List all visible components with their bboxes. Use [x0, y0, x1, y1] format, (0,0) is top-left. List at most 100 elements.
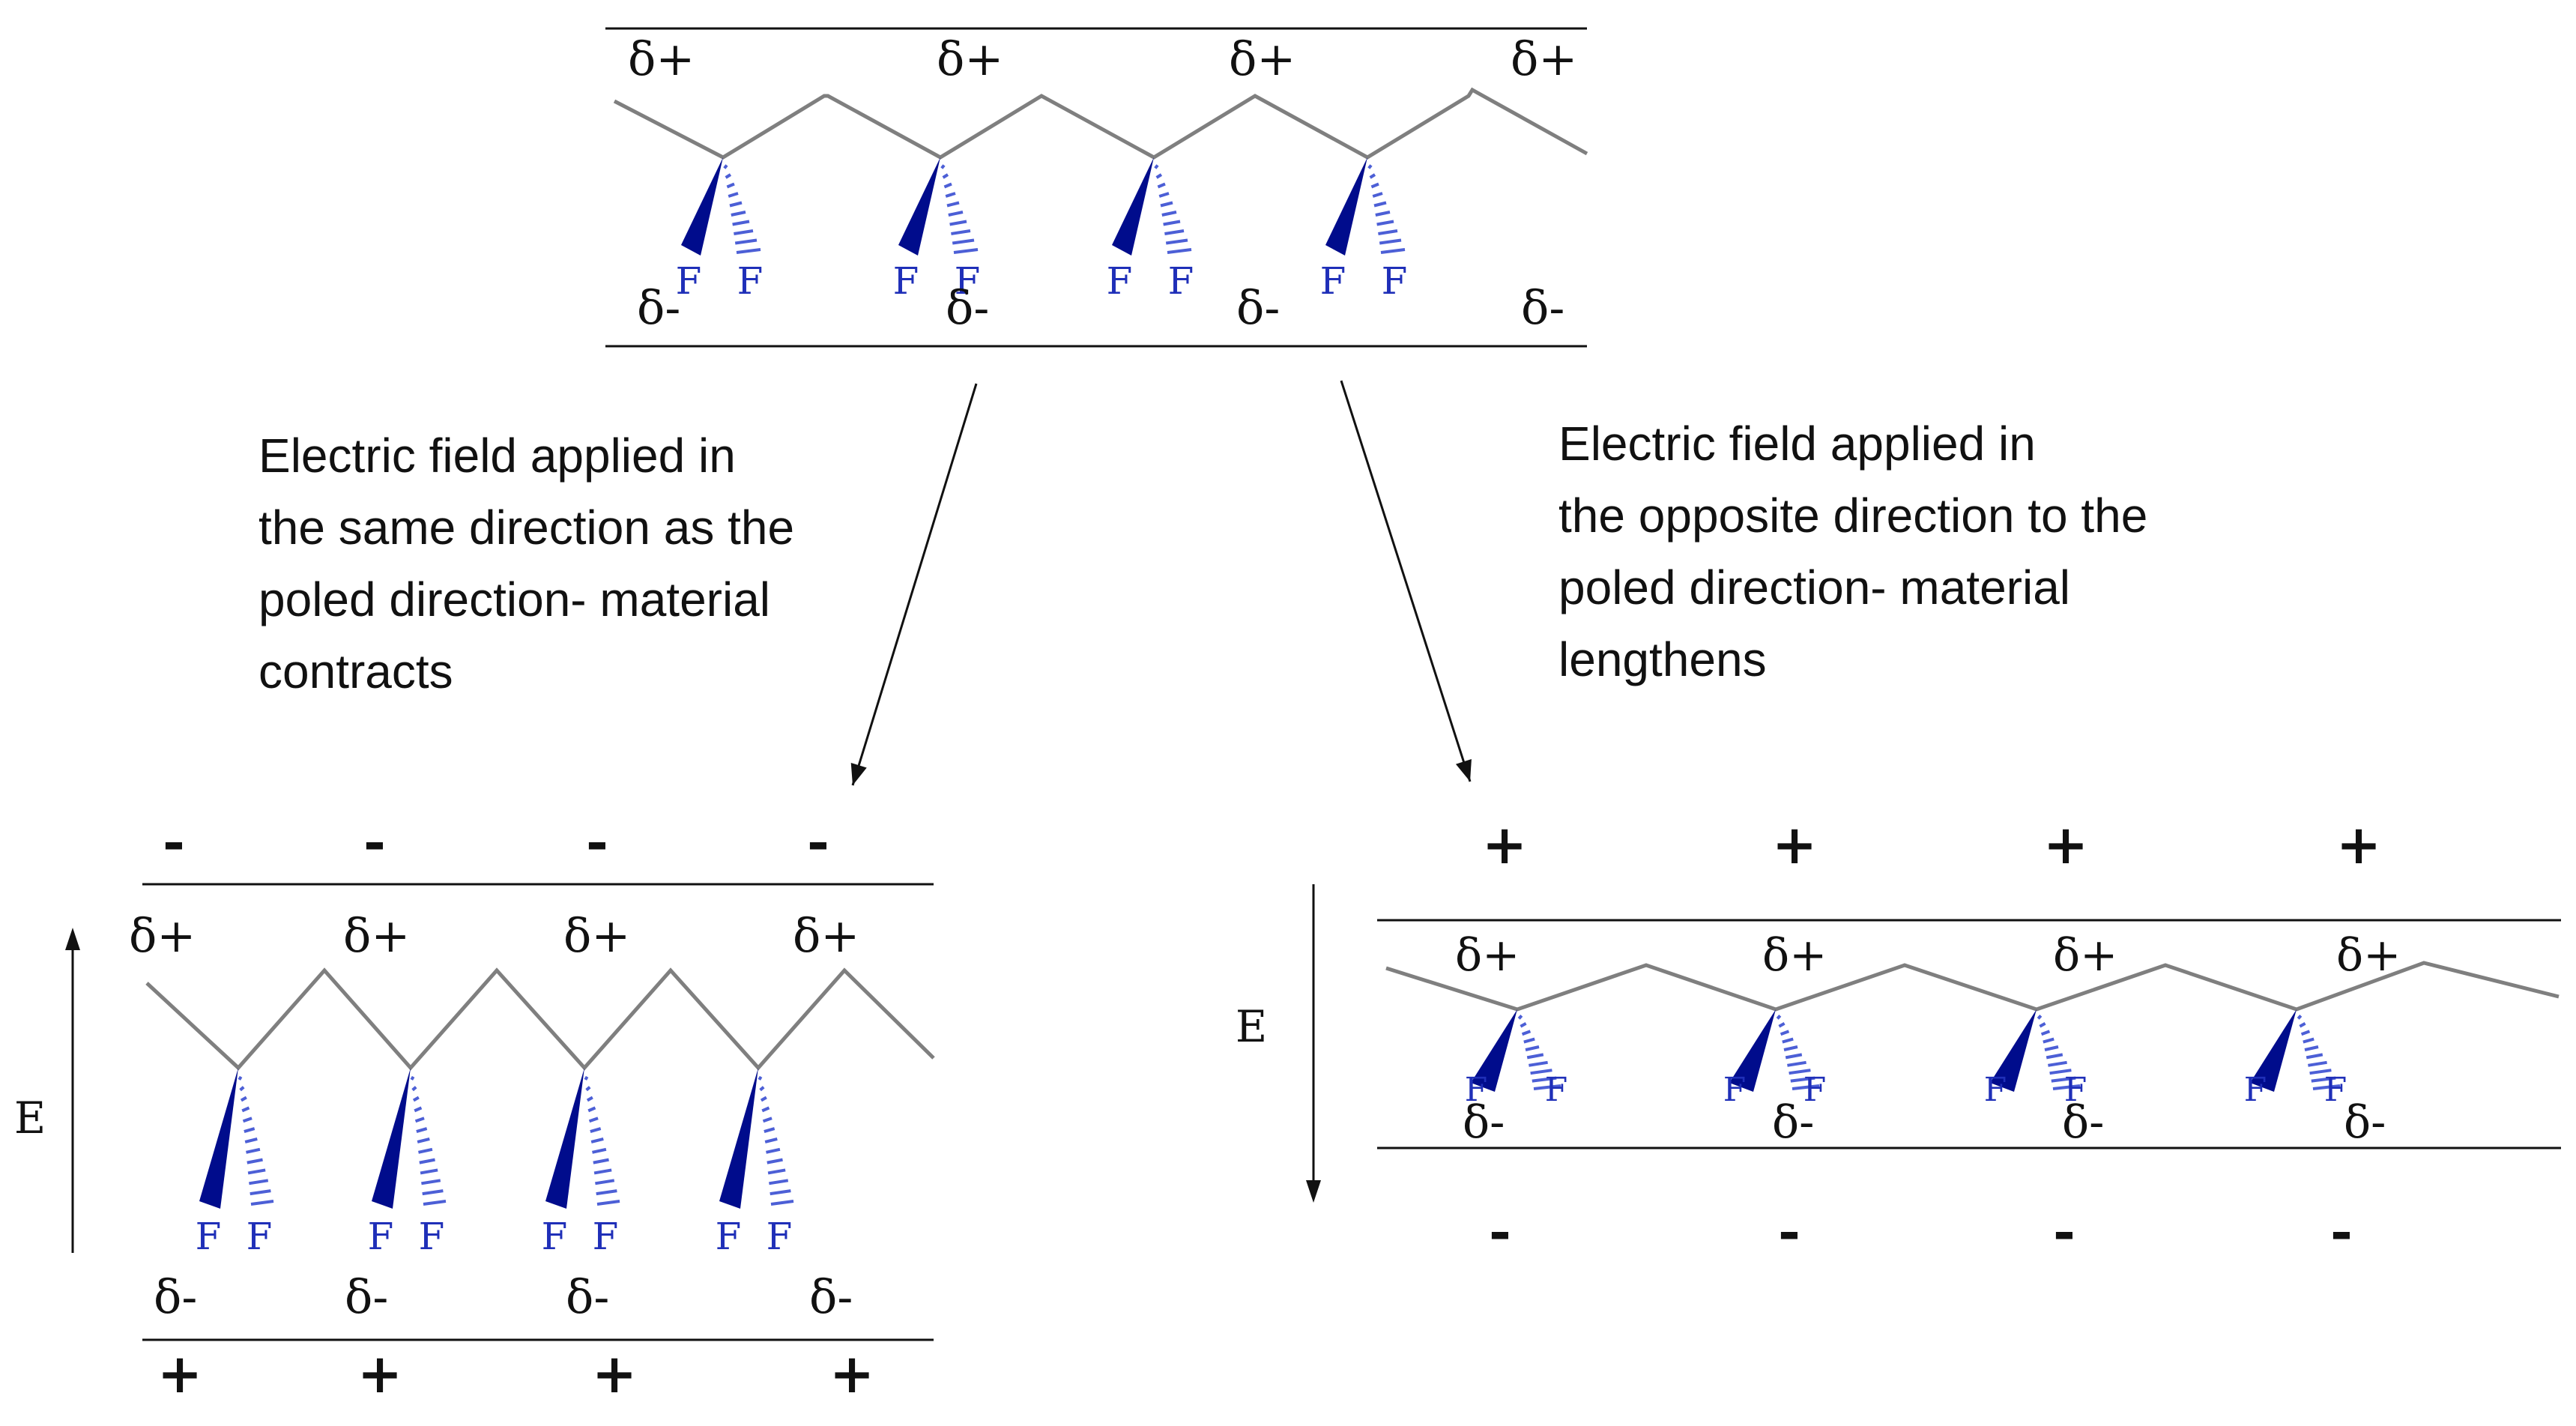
hash-bond-segment: [586, 1096, 593, 1102]
hash-bond-segment: [1532, 1076, 1557, 1083]
delta-plus-label: δ+: [129, 908, 196, 963]
hash-bond-segment: [1780, 1030, 1790, 1036]
delta-plus-label: δ+: [1229, 31, 1295, 86]
fluorine-label: F: [1168, 259, 1194, 303]
fluorine-label: F: [1984, 1071, 2007, 1109]
fluorine-label: F: [593, 1215, 619, 1258]
delta-plus-label: δ+: [793, 908, 859, 963]
hash-bond-segment: [1154, 164, 1159, 169]
arrow-to-contracted-head: [850, 763, 867, 785]
hash-bond-segment: [1373, 201, 1387, 208]
delta-plus-label: δ+: [1762, 929, 1827, 982]
hash-bond-segment: [949, 220, 967, 226]
arrow-to-lengthened-head: [1455, 758, 1472, 782]
hash-bond-segment: [419, 1158, 435, 1164]
hash-bond-segment: [1517, 1015, 1523, 1020]
hash-bond-segment: [242, 1117, 253, 1123]
wedge-bond: [199, 1068, 238, 1209]
hash-bond-segment: [240, 1096, 247, 1102]
hash-bond-segment: [411, 1086, 417, 1092]
hash-bond-segment: [592, 1147, 607, 1154]
hash-bond-segment: [1379, 238, 1402, 245]
hash-bond-segment: [1165, 238, 1188, 245]
fluorine-label: F: [1465, 1071, 1488, 1109]
hash-bond-segment: [1163, 220, 1181, 226]
electrode-charge-top: +: [1482, 812, 1527, 876]
fluorine-label: F: [1723, 1071, 1747, 1109]
delta-minus-label: δ-: [2344, 1096, 2386, 1149]
hash-bond-segment: [420, 1168, 438, 1175]
hash-bond-segment: [2312, 1084, 2341, 1090]
delta-minus-label: δ-: [1521, 280, 1564, 335]
caption-line: contracts: [258, 644, 453, 698]
hash-bond-segment: [246, 1147, 261, 1154]
hash-bond-segment: [2306, 1053, 2323, 1060]
hash-bond-segment: [588, 1117, 599, 1123]
fluorine-label: F: [676, 259, 702, 303]
delta-minus-label: δ-: [566, 1269, 609, 1324]
fluorine-label: F: [737, 259, 764, 303]
hash-bond-segment: [731, 211, 746, 217]
delta-plus-label: δ+: [2053, 929, 2117, 982]
wedge-bond: [719, 1068, 758, 1209]
hash-bond-segment: [414, 1117, 425, 1123]
caption-line: the same direction as the: [258, 501, 795, 555]
fluorine-label: F: [196, 1215, 222, 1258]
hash-bond-segment: [1164, 229, 1185, 235]
hash-bond-segment: [584, 1075, 589, 1081]
hash-bond-segment: [764, 1137, 778, 1143]
caption-line: Electric field applied in: [258, 429, 736, 483]
hash-bond-segment: [2048, 1060, 2067, 1067]
hash-bond-segment: [1790, 1076, 1815, 1083]
electrode-charge-top: -: [586, 809, 608, 873]
hash-bond-segment: [2051, 1076, 2076, 1083]
hash-bond-segment: [728, 192, 739, 198]
hash-bond-segment: [1370, 182, 1379, 189]
delta-plus-label: δ+: [937, 31, 1003, 86]
hash-bond-segment: [726, 182, 735, 189]
hash-bond-segment: [247, 1158, 263, 1164]
electrode-charge-top: +: [2336, 812, 2381, 876]
hash-bond-segment: [2300, 1030, 2311, 1036]
fluorine-label: F: [1803, 1071, 1827, 1109]
fluorine-label: F: [1107, 259, 1133, 303]
hash-bond-segment: [1375, 211, 1391, 217]
polymer-chain: [1385, 961, 2560, 1012]
hash-bond-segment: [2040, 1030, 2051, 1036]
polymer-chain: [613, 87, 1588, 160]
hash-bond-segment: [1372, 192, 1383, 198]
hash-bond-segment: [1526, 1053, 1544, 1060]
fluorine-label: F: [1545, 1071, 1568, 1109]
hash-bond-segment: [410, 1075, 415, 1081]
electrode-charge-bottom: +: [157, 1341, 202, 1405]
hash-bond-segment: [1529, 1060, 1548, 1067]
electrode-charge-bottom: -: [1778, 1199, 1801, 1263]
hash-bond-segment: [2044, 1045, 2059, 1051]
hash-bond-segment: [1158, 192, 1170, 198]
delta-plus-label: δ+: [1511, 31, 1577, 86]
delta-minus-label: δ-: [809, 1269, 853, 1324]
caption-same-direction: Electric field applied in the same direc…: [258, 420, 794, 707]
hash-bond-segment: [758, 1075, 763, 1081]
hash-bond-segment: [1785, 1053, 1803, 1060]
fluorine-label: F: [542, 1215, 568, 1258]
hash-bond-segment: [1369, 173, 1376, 179]
hash-bond-segment: [760, 1096, 767, 1102]
hash-bond-segment: [1523, 1037, 1535, 1044]
hash-bond-segment: [239, 1086, 245, 1092]
hash-bond-segment: [725, 173, 732, 179]
delta-minus-label: δ-: [2062, 1096, 2104, 1149]
wedge-bond: [1729, 1009, 1776, 1092]
hash-bond-segment: [1789, 1069, 1811, 1075]
caption-opposite-direction: Electric field applied in the opposite d…: [1558, 408, 2147, 695]
hash-bond-segment: [732, 220, 750, 226]
electrode-charge-bottom: -: [2330, 1199, 2353, 1263]
fluorine-label: F: [247, 1215, 273, 1258]
hash-bond-segment: [423, 1200, 447, 1206]
hash-bond-segment: [951, 229, 971, 235]
wedge-bond: [1112, 157, 1154, 256]
transition-arrows: [850, 380, 1472, 786]
